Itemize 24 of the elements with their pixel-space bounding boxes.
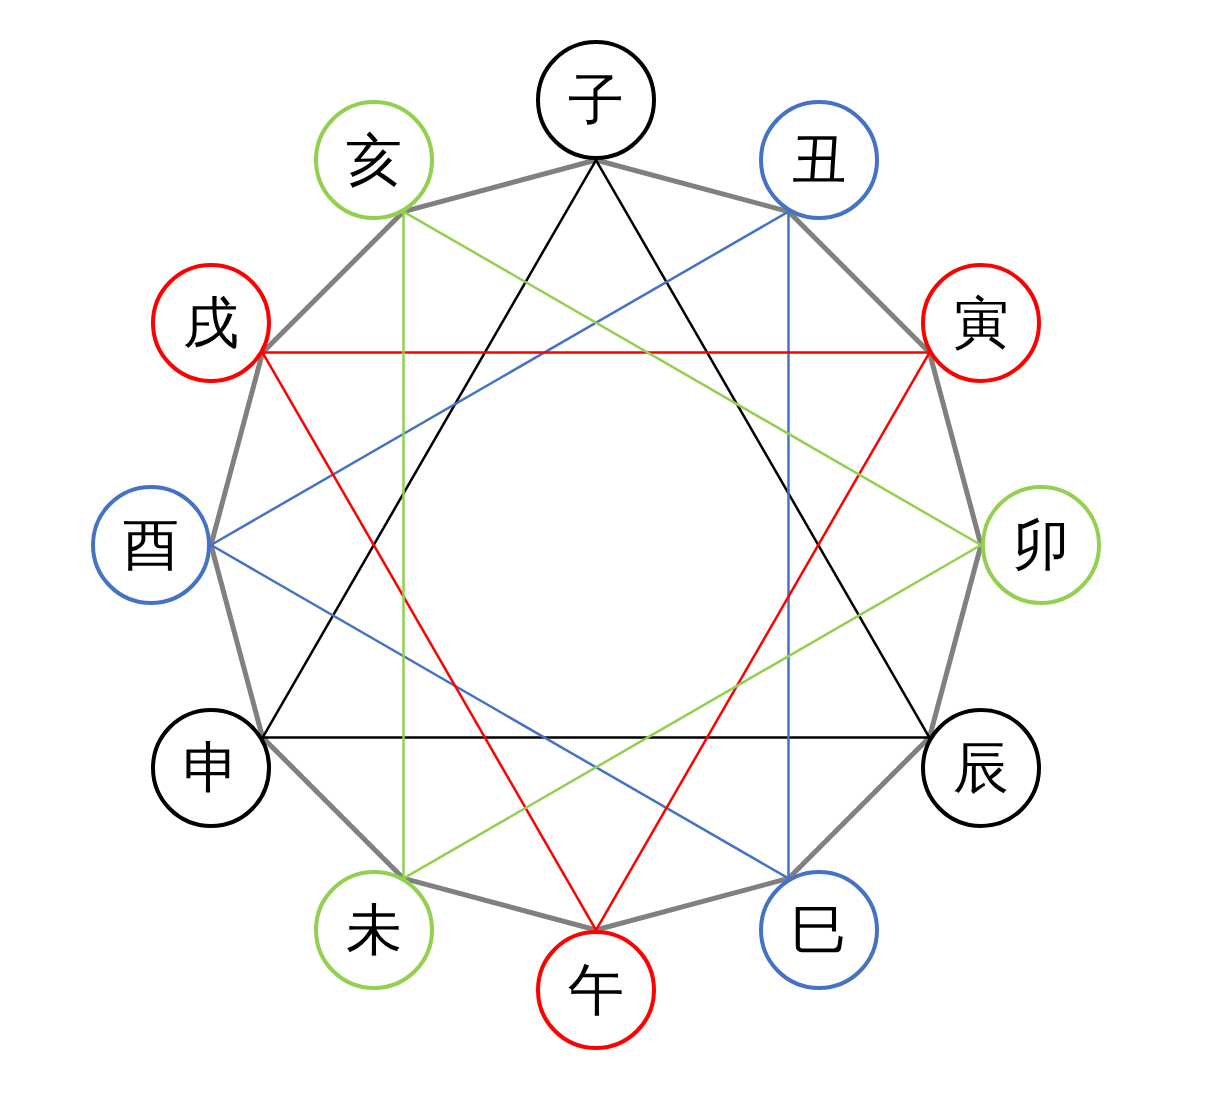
branch-character: 寅 [953, 294, 1010, 351]
triangle-line [210, 210, 790, 547]
triangle-line [402, 543, 982, 880]
triangle-line [402, 210, 982, 547]
triangle-line [261, 159, 598, 739]
branch-character: 戌 [182, 294, 239, 351]
branch-character: 巳 [790, 902, 847, 959]
triangle-line [594, 159, 931, 739]
branch-character: 子 [568, 72, 624, 128]
branch-character: 丑 [790, 131, 847, 188]
branch-character: 卯 [1013, 517, 1069, 573]
branch-character: 午 [568, 962, 624, 1018]
triangle-line [261, 351, 598, 931]
branch-character: 辰 [953, 739, 1010, 796]
triangle-line [262, 736, 930, 739]
triangle-line [787, 211, 790, 879]
branch-character: 未 [345, 902, 402, 959]
branch-character: 亥 [345, 131, 402, 188]
triangle-line [402, 211, 405, 879]
branch-character: 申 [182, 739, 239, 796]
branch-character: 酉 [123, 517, 179, 573]
triangle-line [262, 351, 930, 354]
triangle-line [210, 543, 790, 880]
triangle-line [594, 351, 931, 931]
